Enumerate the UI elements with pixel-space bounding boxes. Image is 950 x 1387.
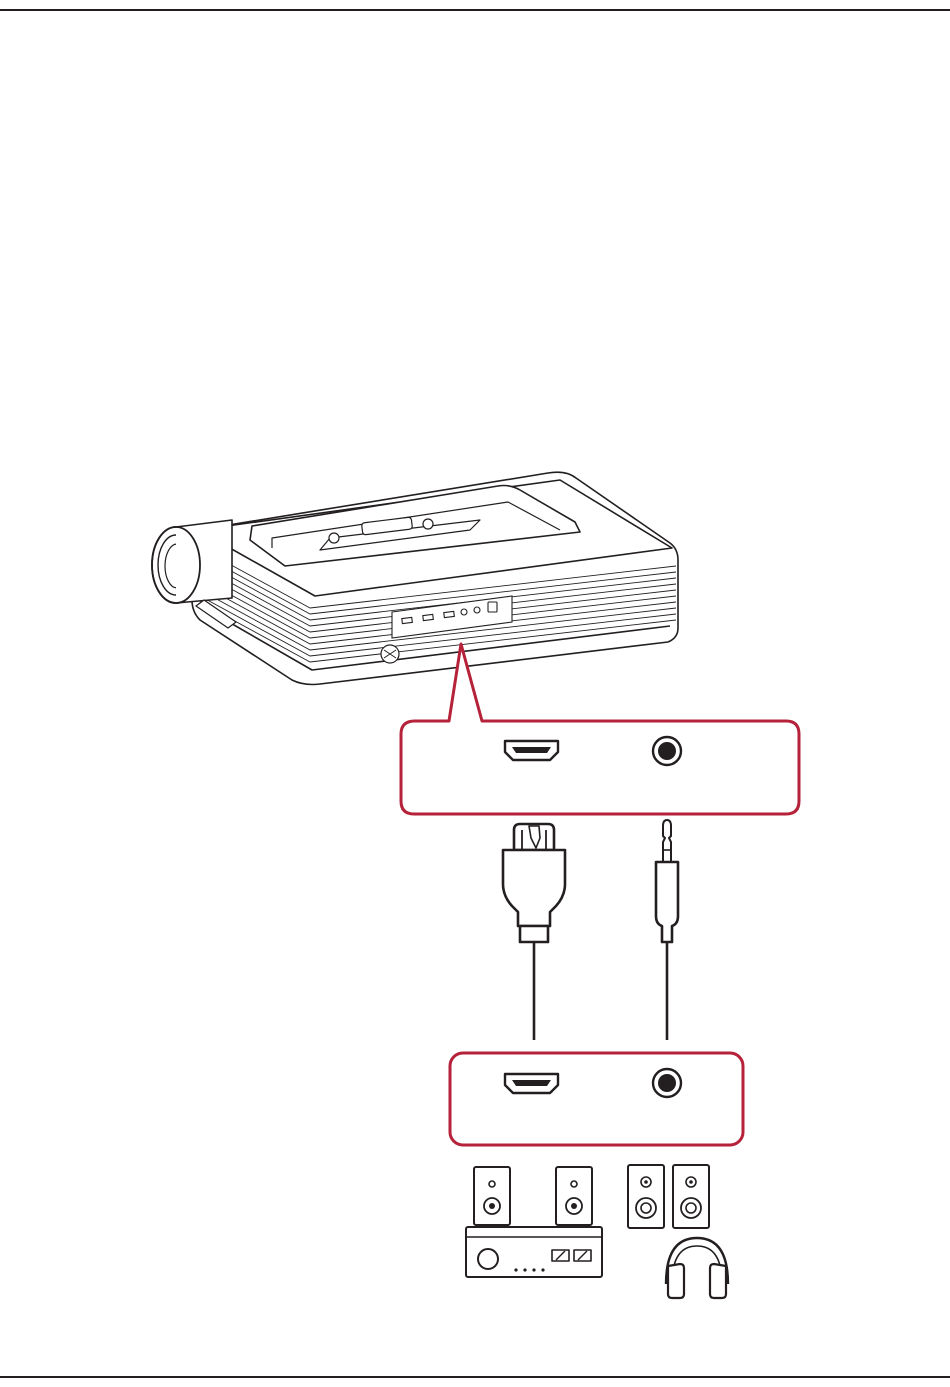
hdmi-port-icon [505,1074,558,1093]
headphones-icon [666,1238,728,1298]
audio-jack-icon [653,1069,681,1097]
audio-jack-icon [653,737,681,765]
projector-callout [401,644,799,814]
av-receiver-with-speakers-icon [466,1167,602,1277]
hdmi-port-icon [505,741,558,760]
speakers-icon [628,1165,709,1228]
hdmi-plug-icon [503,824,565,1040]
projector-icon [152,472,678,684]
device-callout [450,1053,743,1145]
audio-plug-icon [656,820,678,1040]
